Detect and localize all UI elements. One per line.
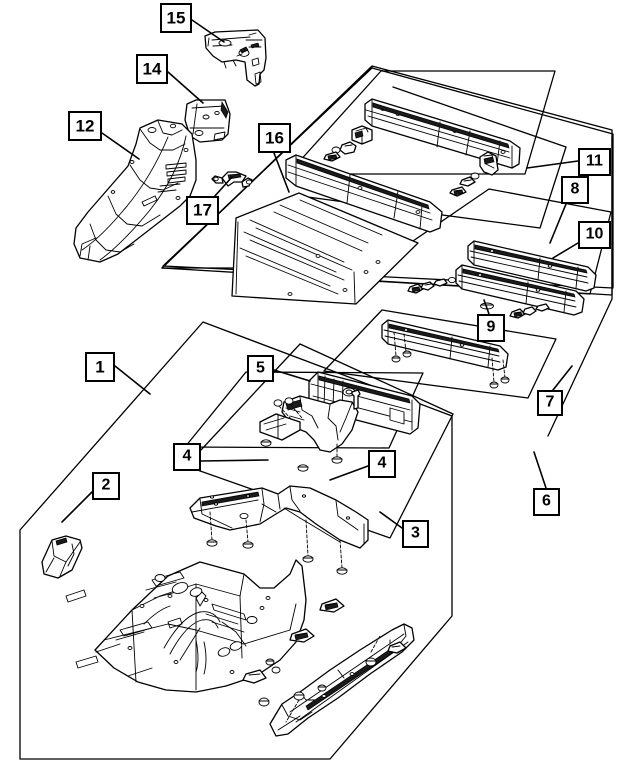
callout-9[interactable]: 9 (477, 314, 505, 342)
callout-16-label: 16 (265, 128, 284, 147)
callout-14[interactable]: 14 (136, 54, 168, 84)
callout-10[interactable]: 10 (578, 221, 611, 249)
callout-4-left[interactable]: 4 (173, 443, 201, 471)
callout-11-label: 11 (586, 152, 603, 170)
callout-2-label: 2 (101, 476, 111, 494)
callout-2[interactable]: 2 (92, 472, 120, 500)
callout-5-label: 5 (256, 359, 265, 376)
callout-17-label: 17 (193, 200, 212, 220)
callout-4-left-label: 4 (182, 447, 192, 465)
part-10-side-sill-rails (455, 240, 597, 316)
callout-16[interactable]: 16 (258, 123, 291, 153)
clip-cluster-10 (407, 276, 550, 319)
callout-15-label: 15 (166, 8, 186, 27)
callout-4-right-label: 4 (377, 454, 387, 472)
part-2-end-cap-bracket (41, 535, 83, 579)
callout-8-label: 8 (570, 180, 580, 198)
callout-5[interactable]: 5 (247, 355, 274, 382)
clip-cluster-lower (242, 598, 345, 707)
part-15-shock-tower-reinforcement (204, 29, 267, 87)
callout-4-right[interactable]: 4 (368, 450, 396, 478)
callout-8[interactable]: 8 (561, 176, 589, 204)
callout-3[interactable]: 3 (402, 520, 429, 548)
callout-15[interactable]: 15 (160, 3, 192, 33)
clip-cluster-11b (449, 151, 499, 197)
part-11-upper-rail (364, 98, 521, 169)
callout-10-label: 10 (585, 225, 604, 243)
callout-3-label: 3 (411, 524, 420, 542)
leader-lines (61, 19, 579, 529)
callout-6[interactable]: 6 (533, 488, 560, 516)
part-16-rear-floor-pan (231, 154, 443, 305)
callout-11[interactable]: 11 (578, 148, 611, 176)
part-6-frame-side-rail (269, 623, 415, 737)
callout-9-label: 9 (486, 318, 496, 336)
part-17-small-bracket (211, 171, 253, 188)
callout-7-label: 7 (545, 393, 555, 411)
part-1-front-floor-pan (65, 559, 307, 693)
part-4-transmission-support (259, 389, 361, 472)
callout-12-label: 12 (75, 116, 95, 135)
callout-1-label: 1 (95, 357, 105, 376)
part-14-bracket-reinforcement (184, 99, 231, 143)
callout-6-label: 6 (542, 492, 551, 510)
part-3-seat-crossmember (189, 485, 369, 575)
part-12-wheelhouse-inner (73, 119, 197, 263)
callout-7[interactable]: 7 (537, 390, 563, 416)
part-5-front-crossmember (308, 371, 421, 435)
clip-cluster-11 (323, 125, 373, 162)
part-7-rear-rail (381, 319, 510, 389)
panel-group-11 (287, 70, 556, 175)
callout-12[interactable]: 12 (68, 111, 102, 141)
callout-17[interactable]: 17 (186, 196, 219, 225)
callout-1[interactable]: 1 (85, 352, 115, 382)
callout-14-label: 14 (142, 59, 162, 78)
